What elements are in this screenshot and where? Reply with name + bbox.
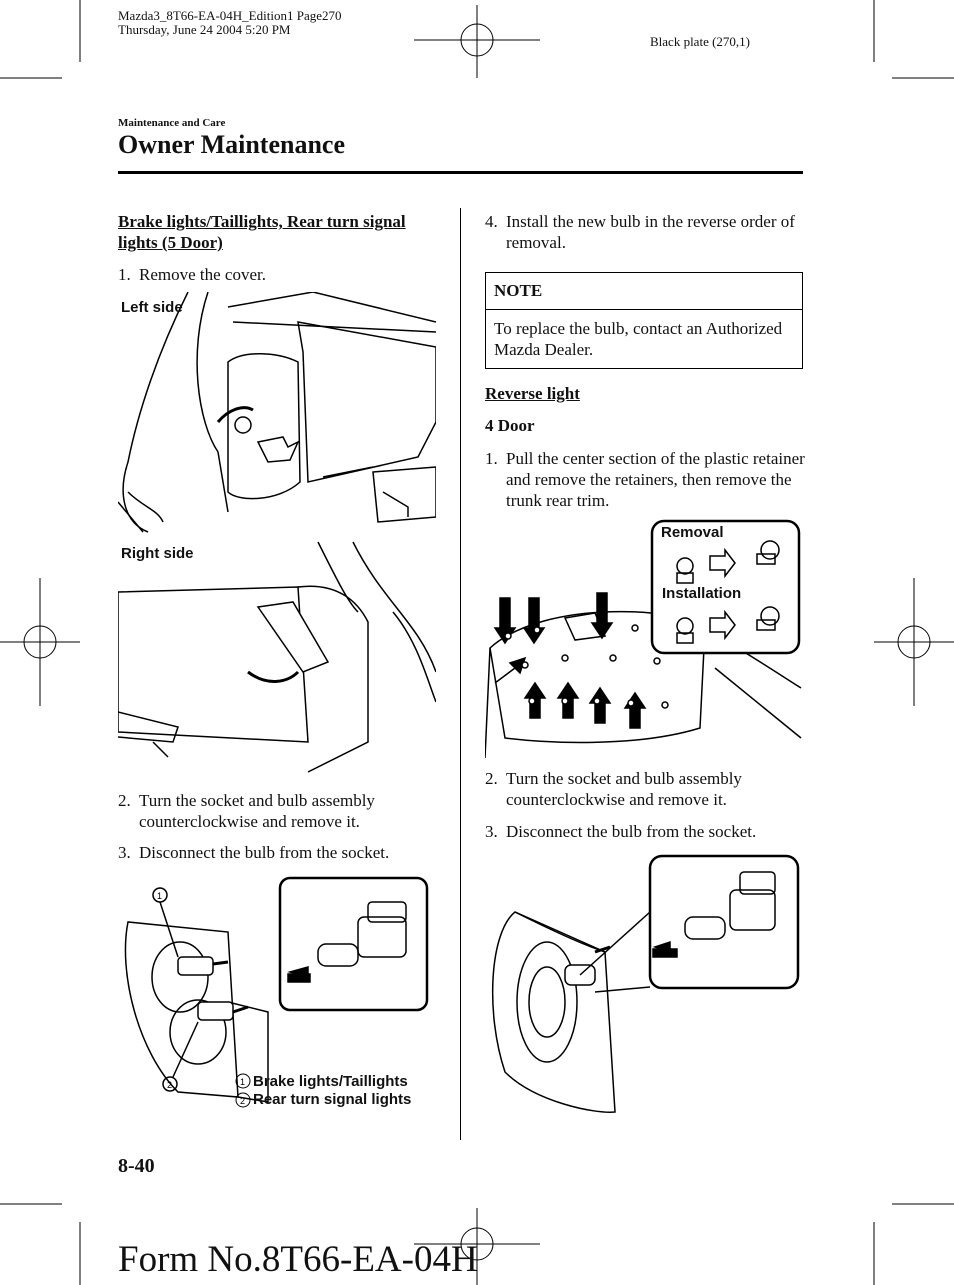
step-text: Turn the socket and bulb assembly counte… — [139, 791, 375, 831]
reverse-bulb-drawing — [491, 854, 800, 1113]
right-step-1: 1. Pull the center section of the plasti… — [485, 448, 805, 511]
step-number: 3. — [118, 843, 131, 862]
svg-text:1: 1 — [240, 1077, 245, 1087]
form-number: Form No.8T66-EA-04H — [118, 1239, 478, 1280]
step-number: 1. — [118, 265, 131, 284]
installation-label: Installation — [662, 585, 742, 602]
step-number: 4. — [485, 212, 498, 231]
right-step-2: 2. Turn the socket and bulb assembly cou… — [485, 768, 805, 810]
note-body: To replace the bulb, contact an Authoriz… — [494, 319, 783, 359]
step-text: Pull the center section of the plastic r… — [506, 449, 805, 510]
step-number: 1. — [485, 449, 498, 468]
svg-text:2: 2 — [167, 1080, 172, 1090]
cover-removal-figure: Left side Right side — [118, 292, 436, 782]
right-step-3: 3. Disconnect the bulb from the socket. — [485, 821, 805, 842]
trunk-trim-figure: Removal Installation — [485, 518, 803, 764]
note-box: NOTE To replace the bulb, contact an Aut… — [485, 272, 803, 369]
section-label: Maintenance and Care — [118, 117, 226, 129]
taillight-bulb-drawing: 1 2 1 2 — [124, 876, 429, 1108]
step-text: Disconnect the bulb from the socket. — [506, 822, 757, 841]
reverse-light-heading: Reverse light — [485, 384, 580, 403]
print-header-line1: Mazda3_8T66-EA-04H_Edition1 Page270 — [118, 8, 342, 23]
page-title: Owner Maintenance — [118, 130, 345, 159]
svg-text:1: 1 — [157, 891, 162, 901]
step-text: Turn the socket and bulb assembly counte… — [506, 769, 742, 809]
step-text: Remove the cover. — [139, 265, 266, 284]
step-text: Install the new bulb in the reverse orde… — [506, 212, 795, 252]
four-door-subheading: 4 Door — [485, 416, 535, 435]
step-number: 2. — [485, 769, 498, 788]
brake-lights-heading: Brake lights/Taillights, Rear turn signa… — [118, 212, 406, 252]
plate-label: Black plate (270,1) — [650, 34, 750, 49]
cover-removal-drawing — [118, 292, 436, 773]
step-number: 3. — [485, 822, 498, 841]
trunk-trim-drawing — [485, 519, 802, 759]
column-divider — [460, 208, 461, 1140]
note-heading: NOTE — [486, 273, 802, 310]
page-number: 8-40 — [118, 1155, 155, 1177]
svg-text:2: 2 — [240, 1096, 245, 1106]
step-number: 2. — [118, 791, 131, 810]
title-rule — [118, 171, 803, 174]
rear-turn-signal-legend: Rear turn signal lights — [253, 1091, 412, 1108]
left-step-3: 3. Disconnect the bulb from the socket. — [118, 842, 438, 863]
brake-lights-legend: Brake lights/Taillights — [253, 1073, 408, 1090]
taillight-bulb-figure: 1 2 1 2 Brake lights/Taillights Rear tur… — [118, 872, 438, 1112]
reverse-bulb-figure — [485, 852, 803, 1122]
right-step-4: 4. Install the new bulb in the reverse o… — [485, 211, 805, 253]
step-text: Disconnect the bulb from the socket. — [139, 843, 390, 862]
removal-label: Removal — [661, 524, 724, 541]
left-side-label: Left side — [121, 299, 183, 316]
left-step-2: 2. Turn the socket and bulb assembly cou… — [118, 790, 438, 832]
right-side-label: Right side — [121, 545, 194, 562]
left-step-1: 1. Remove the cover. — [118, 264, 438, 285]
print-header-line2: Thursday, June 24 2004 5:20 PM — [118, 22, 291, 37]
